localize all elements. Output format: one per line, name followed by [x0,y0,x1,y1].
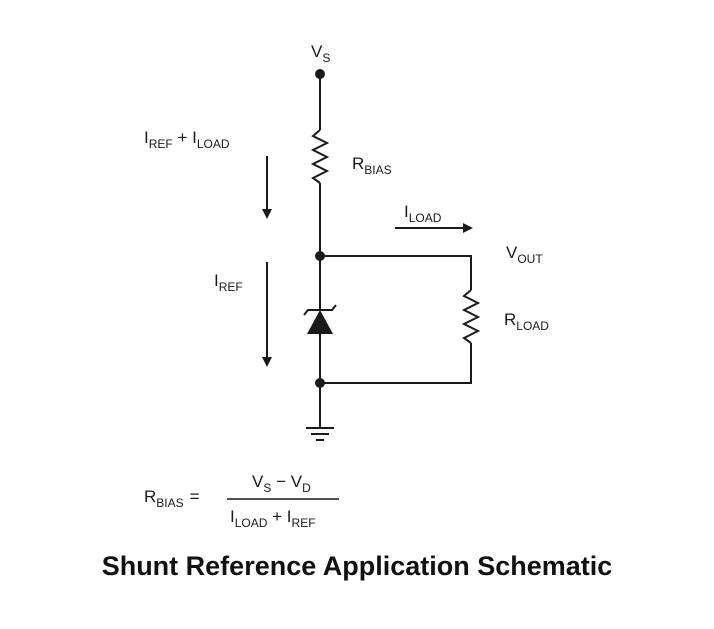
diagram-caption: Shunt Reference Application Schematic [101,551,613,581]
zener-diode [303,304,337,334]
equation-numerator: VS − VD [252,472,311,495]
total-current-label: IREF + ILOAD [144,128,230,151]
iload-label: ILOAD [404,202,442,225]
equation-lhs: RBIAS= [144,487,200,510]
iref-label: IREF [214,271,243,294]
vs-label: VS [311,42,330,65]
rload-label: RLOAD [504,310,549,333]
vout-label: VOUT [506,243,543,266]
ground-icon [306,427,334,441]
rload-resistor [461,289,481,344]
rbias-equation: RBIAS= VS − VD ILOAD + IREF [144,472,339,530]
load-bottom-wire [320,343,472,384]
rbias-label: RBIAS [352,154,392,177]
rbias-resistor [310,129,330,184]
equation-denominator: ILOAD + IREF [230,507,316,530]
load-top-wire [320,255,472,290]
